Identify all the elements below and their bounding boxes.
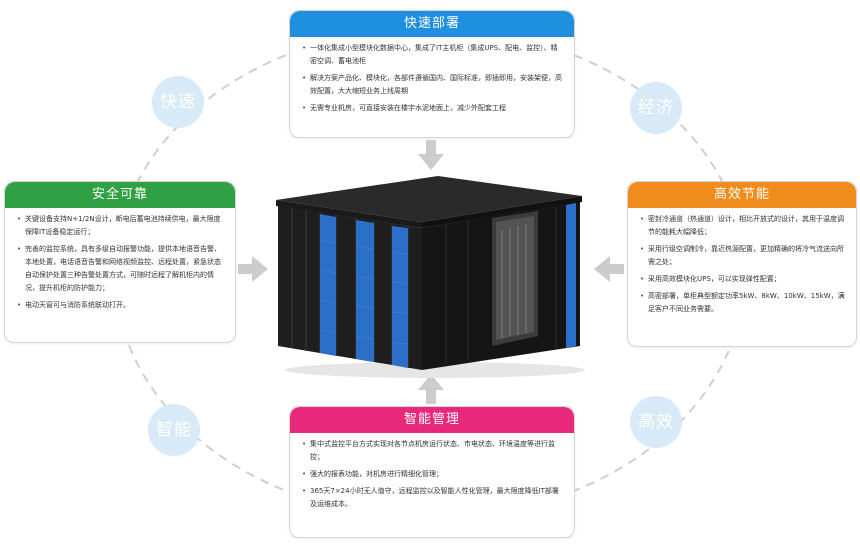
list-item: 完善的监控系统，具有多级自动报警功能，提供本地语音告警、本地处置，电话语音告警和… <box>17 243 225 295</box>
card-title: 安全可靠 <box>5 182 235 208</box>
list-item: 密封冷通道（热通道）设计，相比开放式的设计，其用于温度调节的能耗大幅降低； <box>640 213 846 239</box>
bubble-efficient: 高效 <box>630 396 682 448</box>
card-list: 密封冷通道（热通道）设计，相比开放式的设计，其用于温度调节的能耗大幅降低； 采用… <box>628 208 856 324</box>
list-item: 高密部署，单柜典型额定功率5kW、8kW、10kW、15kW，满足客户不同业务需… <box>640 290 846 316</box>
list-item: 强大的报表功能，对机房进行精细化管理； <box>302 468 564 481</box>
list-item: 采用高效模块化UPS，可以实现弹性配置； <box>640 273 846 286</box>
list-item: 电动天窗可与消防系统联动打开。 <box>17 299 225 312</box>
arrow-up-icon <box>418 374 444 404</box>
list-item: 关键设备支持N+1/2N设计，断电后蓄电池持续供电，最大限度保障IT设备稳定运行… <box>17 213 225 239</box>
card-smart-management: 智能管理 集中式监控平台方式实现对各节点机房运行状态、市电状态、环境温度等进行监… <box>289 406 575 538</box>
list-item: 采用行级空调制冷，靠近热源配置，更加精确的将冷气流送向所需之处； <box>640 243 846 269</box>
card-list: 集中式监控平台方式实现对各节点机房运行状态、市电状态、环境温度等进行监控； 强大… <box>290 433 574 519</box>
server-rack-image <box>276 176 585 378</box>
bubble-smart: 智能 <box>148 404 200 456</box>
arrow-right-icon <box>238 256 268 282</box>
card-title: 快速部署 <box>290 11 574 37</box>
card-safe-reliable: 安全可靠 关键设备支持N+1/2N设计，断电后蓄电池持续供电，最大限度保障IT设… <box>4 181 236 343</box>
card-list: 关键设备支持N+1/2N设计，断电后蓄电池持续供电，最大限度保障IT设备稳定运行… <box>5 208 235 320</box>
arrow-down-icon <box>418 140 444 170</box>
list-item: 一体化集成小型模块化数据中心，集成了IT主机柜（集成UPS、配电、监控）、精密空… <box>302 42 564 68</box>
card-energy-efficient: 高效节能 密封冷通道（热通道）设计，相比开放式的设计，其用于温度调节的能耗大幅降… <box>627 181 857 347</box>
card-list: 一体化集成小型模块化数据中心，集成了IT主机柜（集成UPS、配电、监控）、精密空… <box>290 37 574 123</box>
card-title: 智能管理 <box>290 407 574 433</box>
arrow-left-icon <box>594 256 624 282</box>
bubble-fast: 快速 <box>152 76 204 128</box>
list-item: 解决方案产品化、模块化，各部件遵循国内、国际标准，即插即用，安装架便，高效配置，… <box>302 72 564 98</box>
list-item: 集中式监控平台方式实现对各节点机房运行状态、市电状态、环境温度等进行监控； <box>302 438 564 464</box>
list-item: 365天7×24小时无人值守，远程监控以及智能人性化管理，最大限度降低IT部署及… <box>302 485 564 511</box>
list-item: 无需专业机房，可直接安装在楼宇水泥地面上，减少外配套工程 <box>302 102 564 115</box>
card-rapid-deployment: 快速部署 一体化集成小型模块化数据中心，集成了IT主机柜（集成UPS、配电、监控… <box>289 10 575 138</box>
card-title: 高效节能 <box>628 182 856 208</box>
bubble-economy: 经济 <box>630 82 682 134</box>
